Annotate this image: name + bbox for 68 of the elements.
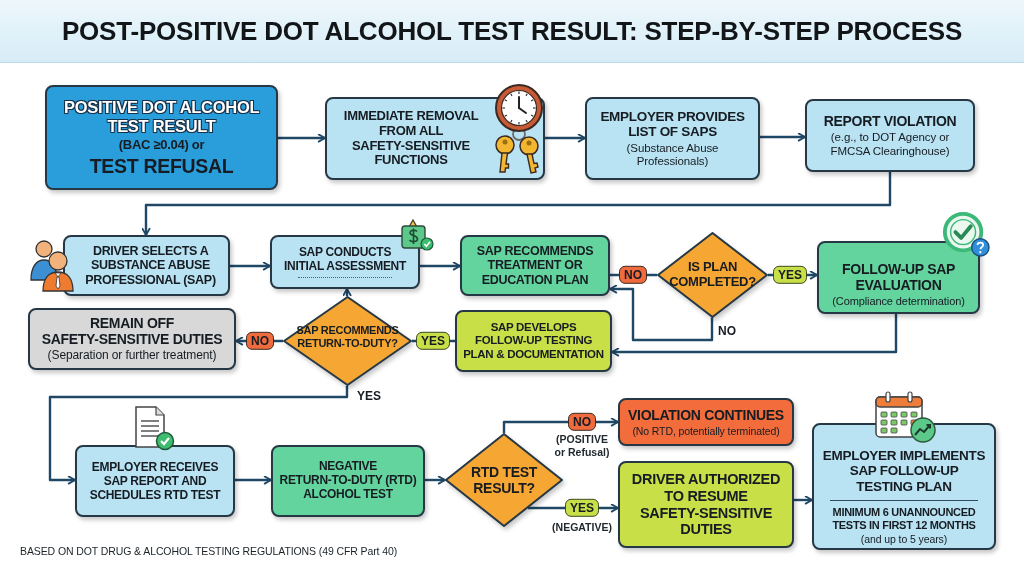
arrow bbox=[48, 385, 349, 485]
arrow bbox=[278, 133, 326, 143]
edge-label: NO bbox=[246, 331, 274, 351]
process-box bbox=[270, 235, 420, 289]
process-box bbox=[817, 241, 980, 314]
edge-label: YES bbox=[416, 331, 450, 351]
arrow bbox=[609, 284, 714, 342]
process-box bbox=[75, 445, 235, 517]
step-title: SAP DEVELOPS FOLLOW-UP TESTING PLAN & DOCUMENTATION bbox=[462, 321, 605, 361]
process-box bbox=[271, 445, 425, 517]
outcome-box bbox=[618, 398, 794, 446]
step-detail: (Separation or further treatment) bbox=[47, 349, 217, 363]
process-box bbox=[618, 461, 794, 548]
step-title: VIOLATION CONTINUES bbox=[628, 406, 784, 423]
step-detail: (Substance Abuse Professionals) bbox=[625, 141, 720, 169]
arrow bbox=[794, 495, 813, 505]
source-note: BASED ON DOT DRUG & ALCOHOL TESTING REGULATIONS (49 CFR Part 40) bbox=[20, 545, 398, 558]
step-detail: (No RTD, potentially terminated) bbox=[632, 425, 780, 438]
process-box bbox=[63, 235, 230, 296]
step-title: FOLLOW-UP SAP EVALUATION bbox=[841, 261, 956, 294]
step-detail: TEST REFUSAL bbox=[89, 154, 234, 178]
step-detail: (and up to 5 years) bbox=[860, 533, 948, 546]
arrow bbox=[342, 288, 352, 297]
process-box bbox=[805, 99, 975, 172]
step-detail: (BAC ≥0.04) or bbox=[118, 137, 205, 153]
edge-label: NO bbox=[718, 323, 736, 339]
outcome-box bbox=[28, 308, 236, 370]
step-title: REPORT VIOLATION bbox=[823, 113, 957, 130]
arrow bbox=[230, 261, 271, 271]
process-box bbox=[585, 97, 760, 180]
arrow bbox=[235, 475, 272, 485]
step-detail: (Compliance determination) bbox=[832, 295, 965, 308]
step-title: EMPLOYER PROVIDES LIST OF SAPS bbox=[599, 108, 746, 140]
step-detail: MINIMUM 6 UNANNOUNCED TESTS IN FIRST 12 MONTHS bbox=[831, 506, 977, 532]
edge-label: YES bbox=[357, 388, 381, 404]
step-title: NEGATIVE RETURN-TO-DUTY (RTD) ALCOHOL TEST bbox=[279, 460, 417, 502]
arrow bbox=[425, 475, 446, 485]
arrow bbox=[545, 133, 586, 143]
arrow bbox=[611, 314, 898, 357]
step-detail: (e.g., to DOT Agency or FMCSA Clearinghouse) bbox=[829, 131, 951, 158]
page-title: POST-POSITIVE DOT ALCOHOL TEST RESULT: STEP-BY-STEP PROCESS bbox=[61, 16, 963, 46]
decision-diamond bbox=[657, 232, 768, 318]
decision-question: IS PLAN COMPLETED? bbox=[668, 260, 757, 290]
process-box bbox=[812, 423, 996, 550]
step-title: SAP RECOMMENDS TREATMENT OR EDUCATION PLAN bbox=[475, 243, 595, 288]
edge-label: NO bbox=[619, 265, 647, 285]
step-title: IMMEDIATE REMOVAL FROM ALL SAFETY-SENSITIVE FUNCTIONS bbox=[342, 108, 480, 169]
branch-note: (POSITIVE or Refusal) bbox=[553, 433, 611, 459]
arrow bbox=[141, 172, 892, 236]
decision-question: SAP RECOMMENDS RETURN-TO-DUTY? bbox=[295, 324, 400, 350]
start-box bbox=[45, 85, 278, 190]
process-box bbox=[455, 310, 612, 372]
edge-label: NO bbox=[568, 412, 596, 432]
decision-diamond bbox=[283, 296, 412, 386]
step-title: POSITIVE DOT ALCOHOL TEST RESULT bbox=[63, 97, 260, 136]
decision-question: RTD TEST RESULT? bbox=[469, 463, 539, 497]
step-title: DRIVER AUTHORIZED TO RESUME SAFETY-SENSITIVE DUTIES bbox=[630, 471, 782, 538]
edge-label: YES bbox=[773, 265, 807, 285]
branch-note: (NEGATIVE) bbox=[552, 520, 612, 534]
arrow bbox=[420, 261, 461, 271]
edge-label: YES bbox=[565, 498, 599, 518]
step-title: DRIVER SELECTS A SUBSTANCE ABUSE PROFESSIONAL (SAP) bbox=[84, 243, 217, 288]
step-title: EMPLOYER RECEIVES SAP REPORT AND SCHEDULES RTD TEST bbox=[88, 461, 222, 503]
arrow bbox=[760, 132, 806, 142]
step-title: SAP CONDUCTS INITIAL ASSESSMENT bbox=[283, 245, 408, 274]
step-title: EMPLOYER IMPLEMENTS SAP FOLLOW-UP TESTING PLAN bbox=[821, 447, 987, 495]
step-title: REMAIN OFF SAFETY-SENSITIVE DUTIES bbox=[40, 315, 224, 348]
process-box bbox=[460, 235, 610, 296]
